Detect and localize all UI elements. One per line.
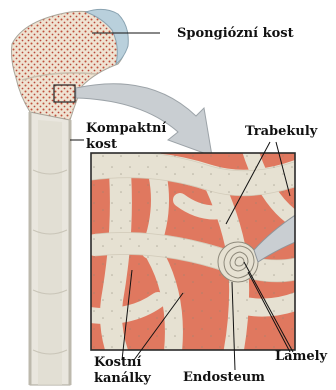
trabecular-magnified-view xyxy=(85,150,300,360)
label-canaliculi-line2: kanálky xyxy=(94,371,151,387)
label-endosteum: Endosteum xyxy=(183,370,265,386)
label-trabeculae: Trabekuly xyxy=(245,124,317,140)
label-spongy-bone: Spongiózní kost xyxy=(177,26,294,42)
label-compact-bone-line1: Kompaktní xyxy=(86,121,166,137)
label-compact-bone: Kompaktní kost xyxy=(86,121,166,153)
label-canaliculi: Kostní kanálky xyxy=(94,355,151,387)
label-canaliculi-line1: Kostní xyxy=(94,355,151,371)
label-lamellae: Lamely xyxy=(275,349,327,365)
label-compact-bone-line2: kost xyxy=(86,137,166,153)
spongy-bone-region xyxy=(12,11,127,120)
